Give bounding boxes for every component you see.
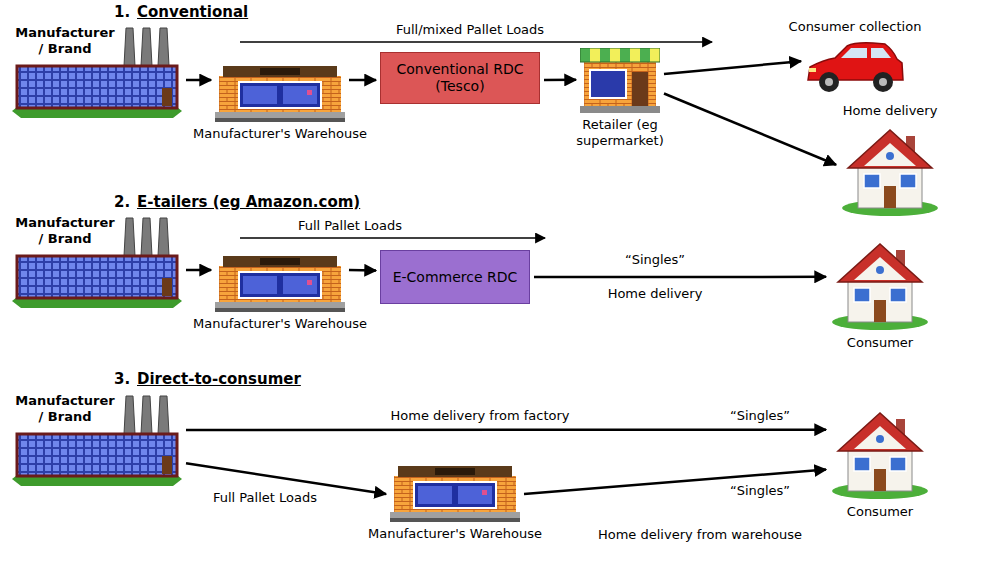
flow-label: Full/mixed Pallet Loads	[394, 22, 546, 38]
flow-arrow	[664, 94, 836, 165]
factory-node: Manufacturer / Brand	[12, 214, 182, 309]
icon-label: Consumer	[847, 335, 913, 351]
car-icon	[808, 43, 903, 92]
icon-label: Consumer collection	[789, 19, 922, 35]
icon-label: Home delivery	[843, 103, 938, 119]
factory-icon	[12, 218, 182, 308]
retailer-node: Retailer (eg supermarket)	[580, 48, 660, 113]
edge-label: Home delivery from warehouse	[596, 527, 804, 543]
warehouse-node: Manufacturer's Warehouse	[215, 256, 345, 312]
edge-label: Home delivery from factory	[388, 408, 571, 424]
house-icon	[832, 244, 928, 330]
icon-label: Manufacturer's Warehouse	[193, 316, 367, 332]
icon-label: Manufacturer's Warehouse	[193, 126, 367, 142]
section-title: Conventional	[135, 3, 250, 21]
flow-arrow	[544, 79, 576, 82]
shop-icon	[580, 48, 660, 113]
rdc-box: E-Commerce RDC	[380, 250, 530, 304]
rdc-box: Conventional RDC (Tesco)	[380, 52, 540, 104]
car-node: Consumer collection	[805, 38, 905, 96]
factory-icon	[12, 28, 182, 118]
icon-label: Retailer (eg supermarket)	[559, 117, 681, 148]
section-number: 2.	[112, 193, 132, 211]
edge-label: “Singles”	[623, 252, 687, 268]
warehouse-icon	[215, 256, 345, 312]
house-node: Consumer	[830, 405, 930, 500]
flow-arrow	[664, 61, 801, 74]
edge-label: Full Pallet Loads	[211, 490, 319, 506]
section-title: E-tailers (eg Amazon.com)	[135, 193, 362, 211]
flow-arrow	[186, 79, 211, 82]
factory-node: Manufacturer / Brand	[12, 24, 182, 119]
house-node: Consumer	[830, 236, 930, 331]
warehouse-icon	[215, 66, 345, 122]
house-node: Home delivery	[840, 122, 940, 217]
flow-label: “Singles”	[728, 408, 792, 424]
flow-label: “Singles”	[728, 483, 792, 499]
warehouse-icon	[390, 466, 520, 522]
icon-label: Manufacturer's Warehouse	[368, 526, 542, 542]
icon-label: Manufacturer / Brand	[12, 393, 118, 424]
flow-arrow	[186, 269, 211, 272]
flow-arrow	[186, 463, 386, 494]
flow-label: Full Pallet Loads	[296, 218, 404, 234]
box-label: Conventional RDC (Tesco)	[389, 61, 531, 95]
pallet-flow-arrow	[240, 237, 545, 239]
flow-label: Home delivery	[606, 286, 705, 302]
flow-arrow	[524, 470, 826, 494]
icon-label: Consumer	[847, 504, 913, 520]
factory-node: Manufacturer / Brand	[12, 392, 182, 487]
factory-icon	[12, 396, 182, 486]
flow-arrow	[349, 269, 376, 272]
section-title: Direct-to-consumer	[135, 370, 303, 388]
flow-arrow	[349, 79, 376, 82]
section-number: 1.	[112, 3, 132, 21]
house-icon	[832, 413, 928, 499]
flow-arrow	[186, 428, 826, 431]
section-number: 3.	[112, 370, 132, 388]
icon-label: Manufacturer / Brand	[12, 215, 118, 246]
box-label: E-Commerce RDC	[393, 269, 518, 286]
pallet-flow-arrow	[240, 41, 712, 43]
flow-arrow	[534, 276, 826, 279]
warehouse-node: Manufacturer's Warehouse	[215, 66, 345, 122]
icon-label: Manufacturer / Brand	[12, 25, 118, 56]
house-icon	[842, 130, 938, 216]
warehouse-node: Manufacturer's Warehouse	[390, 466, 520, 522]
